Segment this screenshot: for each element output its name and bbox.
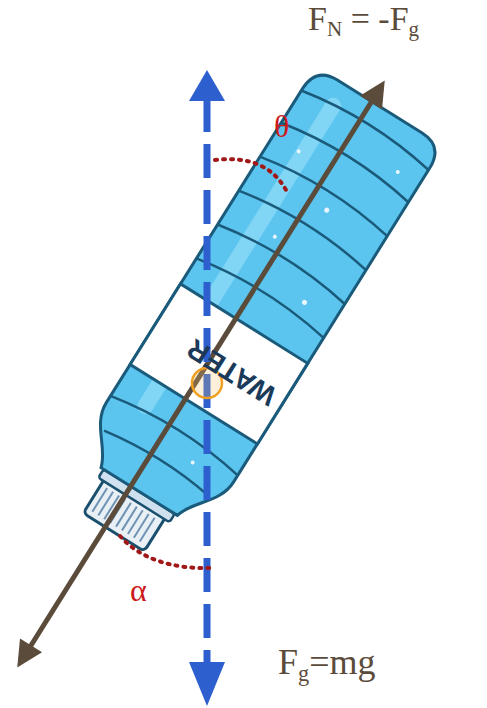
subscript-char: N xyxy=(327,17,342,41)
angle-label: θ xyxy=(274,110,289,142)
normal-force-label: FN = -Fg xyxy=(308,2,419,40)
angle-label: α xyxy=(130,574,147,606)
water-bubbles xyxy=(126,119,400,476)
alpha-arc xyxy=(120,536,214,568)
bottle-label xyxy=(130,284,308,444)
label-char: g xyxy=(358,642,376,682)
theta-arc xyxy=(215,159,286,190)
force-axis-arrow xyxy=(20,85,382,663)
label-char: = xyxy=(309,642,329,682)
water-bottle xyxy=(50,67,443,572)
bottle-ridges xyxy=(93,85,432,504)
label-char xyxy=(342,0,351,37)
label-char: F xyxy=(278,642,298,682)
arrow-head-down xyxy=(189,662,225,706)
label-char: F xyxy=(308,0,327,37)
gravity-force-label: Fg=mg xyxy=(278,644,376,685)
subscript-char: g xyxy=(409,17,420,41)
label-char xyxy=(370,0,379,37)
label-char: F xyxy=(390,0,409,37)
label-char: α xyxy=(130,572,147,608)
label-char: = xyxy=(351,0,370,37)
label-char: - xyxy=(378,0,389,37)
label-char: θ xyxy=(274,108,289,144)
bottle-body xyxy=(76,67,444,532)
subscript-char: g xyxy=(298,661,309,686)
arrow-head-up xyxy=(189,70,225,101)
label-char: m xyxy=(330,642,358,682)
